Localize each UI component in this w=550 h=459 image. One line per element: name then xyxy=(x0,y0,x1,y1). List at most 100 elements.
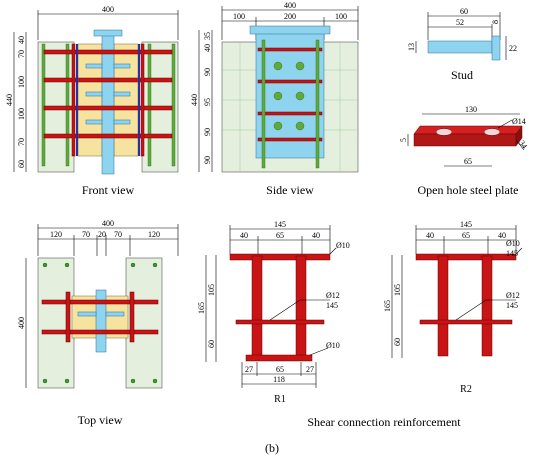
side-studs xyxy=(273,61,305,131)
front-plate-left xyxy=(77,43,103,157)
top-part-1: 120 xyxy=(50,230,62,239)
r1-bar3-dia: Ø10 xyxy=(326,341,340,350)
r2-left-leg xyxy=(437,255,449,357)
r1-part-3: 40 xyxy=(312,231,320,240)
r1-bar1-dia: Ø10 xyxy=(336,241,350,250)
plate-thickness: 5 xyxy=(399,138,408,142)
side-v1: 35 xyxy=(203,32,212,40)
plate-body xyxy=(413,133,517,147)
open-hole-plate-detail: 130 Ø14 34 5 65 Open hole steel plate xyxy=(399,105,529,197)
side-v4: 95 xyxy=(203,98,212,106)
r1-bot-2: 65 xyxy=(276,365,284,374)
r1-bar2-dia: Ø12 xyxy=(326,291,340,300)
r1-right-leg xyxy=(295,255,307,359)
front-steel-plate-4 xyxy=(43,133,173,139)
stud-shank-dia: 13 xyxy=(407,43,416,51)
panel-label: (b) xyxy=(265,441,279,455)
r1-top-dim: 145 xyxy=(274,220,286,229)
r2-v1: 105 xyxy=(393,284,402,296)
r1-bot-1: 27 xyxy=(245,365,253,374)
top-view: 400 120 70 20 70 120 400 Top view xyxy=(17,219,179,427)
front-width-dim: 400 xyxy=(102,5,114,14)
stud-caption: Stud xyxy=(451,68,473,82)
plate-width: 34 xyxy=(517,139,529,151)
top-view-caption: Top view xyxy=(78,413,123,427)
r1-top-bar xyxy=(229,253,331,261)
r1-bar2-len: 145 xyxy=(326,301,338,310)
r1-reinforcement: 145 40 65 40 165 105 60 Ø10 Ø12 145 Ø10 … xyxy=(197,220,350,405)
front-v6: 60 xyxy=(17,160,26,168)
top-part-2: 70 xyxy=(82,230,90,239)
side-v2: 40 xyxy=(203,44,212,52)
top-width-dim: 400 xyxy=(102,219,114,228)
top-part-4: 70 xyxy=(114,230,122,239)
side-part-3: 100 xyxy=(335,12,347,21)
plate-hole-left xyxy=(435,128,453,136)
r1-part-1: 40 xyxy=(240,231,248,240)
r1-mid-bar xyxy=(235,319,325,325)
stud-head-dia: 22 xyxy=(509,44,517,53)
front-steel-plate-3 xyxy=(43,105,173,111)
plate-hole-right xyxy=(483,128,501,136)
side-height-dim: 440 xyxy=(190,94,199,106)
r1-bot-3: 27 xyxy=(306,365,314,374)
r2-v2: 60 xyxy=(393,338,402,346)
side-loading-cap xyxy=(249,25,331,35)
r1-part-2: 65 xyxy=(276,231,284,240)
side-v6: 90 xyxy=(203,156,212,164)
r2-mid-bar xyxy=(419,319,513,325)
stud-length: 60 xyxy=(460,7,468,16)
front-v5: 70 xyxy=(17,138,26,146)
top-depth-dim: 400 xyxy=(17,317,26,329)
r1-height-dim: 165 xyxy=(197,302,206,314)
side-view: 400 100 200 100 440 35 40 90 95 90 90 xyxy=(190,1,359,197)
front-loading-cap xyxy=(93,29,123,37)
front-height-dim: 440 xyxy=(5,94,14,106)
side-width-dim: 400 xyxy=(284,1,296,10)
r1-v2: 60 xyxy=(207,340,216,348)
r2-height-dim: 165 xyxy=(383,300,392,312)
stud-detail: 60 52 8 13 22 Stud xyxy=(407,7,517,82)
r2-part-1: 40 xyxy=(426,231,434,240)
side-v3: 90 xyxy=(203,68,212,76)
front-studs xyxy=(85,63,131,125)
r2-top-bar xyxy=(415,253,517,261)
r1-v1: 105 xyxy=(207,284,216,296)
top-part-3: 20 xyxy=(98,230,106,239)
stud-head-length: 8 xyxy=(491,20,500,24)
front-v3: 100 xyxy=(17,76,26,88)
plate-hole-dia: Ø14 xyxy=(512,117,526,126)
side-part-1: 100 xyxy=(233,12,245,21)
plate-hole-spacing: 65 xyxy=(464,157,472,166)
stud-head xyxy=(491,35,501,61)
top-part-5: 120 xyxy=(148,230,160,239)
front-steel-plate-1 xyxy=(43,49,173,55)
r2-reinforcement: 145 40 65 40 165 105 60 Ø10 145 Ø12 145 … xyxy=(383,220,523,395)
r2-label: R2 xyxy=(460,384,472,395)
r1-bottom-bar xyxy=(245,354,313,362)
top-center-steel xyxy=(95,289,107,353)
shear-caption: Shear connection reinforcement xyxy=(307,415,461,429)
r1-bot-width: 118 xyxy=(273,375,285,384)
plate-caption: Open hole steel plate xyxy=(418,183,519,197)
front-v1: 40 xyxy=(17,36,26,44)
front-view-caption: Front view xyxy=(82,183,135,197)
front-v4: 100 xyxy=(17,108,26,120)
r2-bar1-len: 145 xyxy=(506,249,518,258)
front-v2: 70 xyxy=(17,50,26,58)
front-steel-plate-2 xyxy=(43,77,173,83)
r1-label: R1 xyxy=(274,394,286,405)
r2-part-3: 40 xyxy=(498,231,506,240)
stud-shank xyxy=(427,40,493,54)
r2-right-leg xyxy=(481,255,493,357)
r1-left-leg xyxy=(251,255,263,359)
stud-shank-length: 52 xyxy=(456,18,464,27)
side-part-2: 200 xyxy=(284,12,296,21)
front-view: 400 440 40 70 100 100 70 60 xyxy=(5,5,179,197)
r2-bar1-dia: Ø10 xyxy=(506,239,520,248)
side-v5: 90 xyxy=(203,128,212,136)
plate-length: 130 xyxy=(465,105,477,114)
front-plate-right xyxy=(113,43,139,157)
r2-top-dim: 145 xyxy=(460,220,472,229)
